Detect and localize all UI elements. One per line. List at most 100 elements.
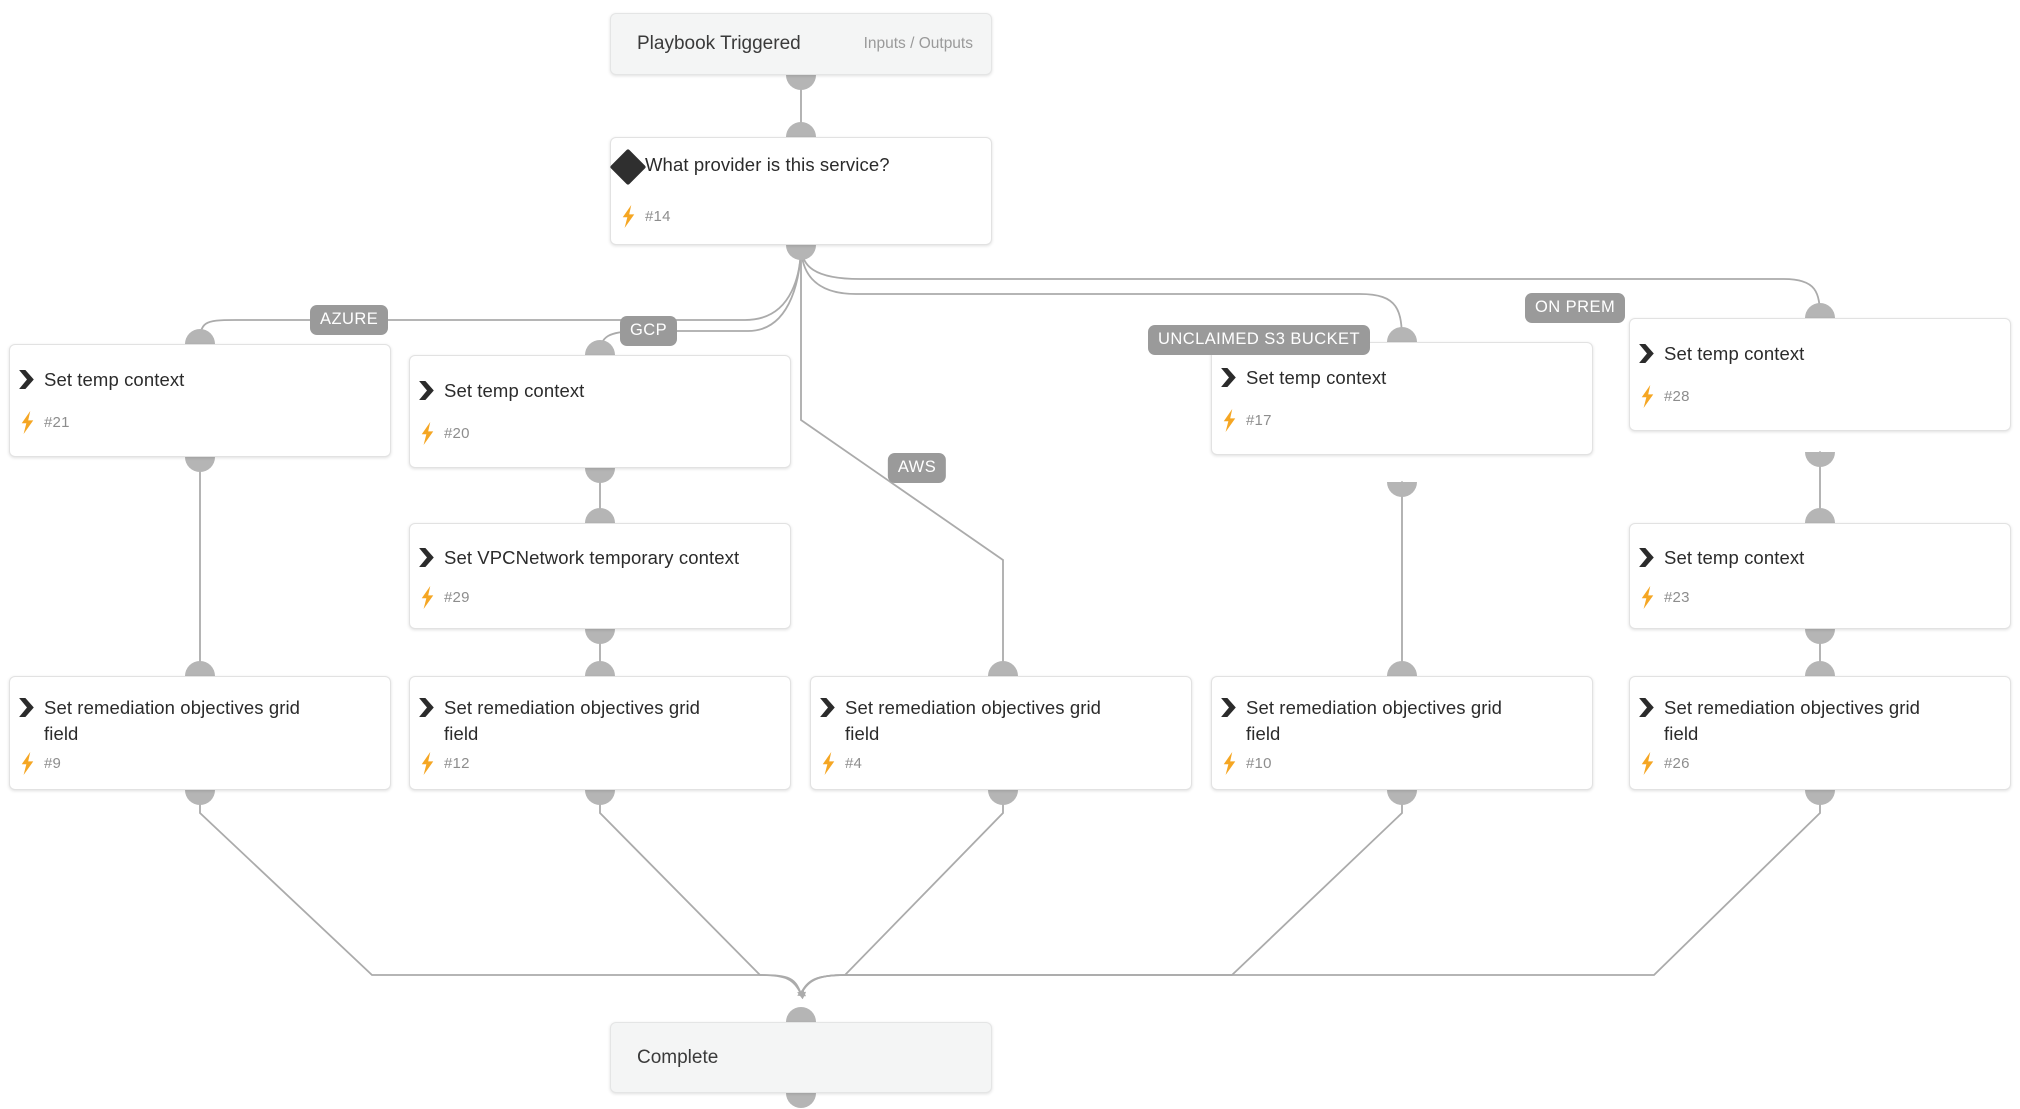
port-in-n21	[185, 329, 215, 344]
edge-10-to-complete	[797, 789, 1403, 1000]
chevron-right-icon	[1630, 341, 1664, 364]
edge-12-to-complete	[599, 789, 806, 997]
port-out-n9	[185, 790, 215, 805]
port-in-n12	[585, 661, 615, 676]
port-out-n12	[585, 790, 615, 805]
node-title: What provider is this service?	[645, 154, 890, 175]
node-id: #20	[444, 425, 470, 442]
lightning-bolt-icon	[1630, 385, 1664, 408]
node-id: #9	[44, 755, 62, 772]
node-set-temp-context-21[interactable]: Set temp context #21	[9, 344, 391, 457]
chevron-right-icon	[1212, 365, 1246, 388]
node-title: Set remediation objectives grid field	[845, 697, 1102, 744]
node-set-remediation-objectives-grid-field-4[interactable]: Set remediation objectives grid field #4	[810, 676, 1192, 790]
edge-26-to-complete	[797, 789, 1821, 1000]
port-in-n23	[1805, 508, 1835, 523]
port-in-n28	[1805, 303, 1835, 318]
node-title: Set temp context	[444, 380, 585, 401]
port-in-n26	[1805, 661, 1835, 676]
lightning-bolt-icon	[410, 752, 444, 775]
node-id: #21	[44, 414, 70, 431]
node-title: Set VPCNetwork temporary context	[444, 547, 740, 568]
edge-branch-on-prem	[800, 244, 1824, 322]
lightning-bolt-icon	[1630, 586, 1664, 609]
node-set-remediation-objectives-grid-field-10[interactable]: Set remediation objectives grid field #1…	[1211, 676, 1593, 790]
port-in-n29	[585, 508, 615, 523]
node-id: #28	[1664, 388, 1690, 405]
port-in-complete	[786, 1007, 816, 1022]
edge-4-to-complete	[797, 789, 1004, 1000]
node-title: Set remediation objectives grid field	[1246, 697, 1503, 744]
port-out-n20	[585, 468, 615, 483]
node-playbook-triggered[interactable]: Playbook Triggered Inputs / Outputs	[610, 13, 992, 75]
lightning-bolt-icon	[611, 205, 645, 228]
edge-9-to-complete	[199, 789, 806, 997]
port-out-n17	[1387, 482, 1417, 497]
node-id: #26	[1664, 755, 1690, 772]
chevron-right-icon	[1630, 545, 1664, 568]
port-in-n17	[1387, 327, 1417, 342]
port-out-n26	[1805, 790, 1835, 805]
node-set-temp-context-17[interactable]: Set temp context #17	[1211, 342, 1593, 455]
port-out-n21	[185, 457, 215, 472]
lightning-bolt-icon	[410, 586, 444, 609]
chevron-right-icon	[410, 545, 444, 568]
branch-label-azure[interactable]: AZURE	[310, 305, 389, 335]
node-set-remediation-objectives-grid-field-26[interactable]: Set remediation objectives grid field #2…	[1629, 676, 2011, 790]
node-set-remediation-objectives-grid-field-9[interactable]: Set remediation objectives grid field #9	[9, 676, 391, 790]
lightning-bolt-icon	[410, 422, 444, 445]
branch-label-unclaimed-s3-bucket[interactable]: UNCLAIMED S3 BUCKET	[1148, 325, 1371, 355]
node-set-temp-context-28[interactable]: Set temp context #28	[1629, 318, 2011, 431]
node-set-remediation-objectives-grid-field-12[interactable]: Set remediation objectives grid field #1…	[409, 676, 791, 790]
port-out-n29	[585, 629, 615, 644]
branch-label-aws[interactable]: AWS	[887, 453, 947, 483]
chevron-right-icon	[410, 695, 444, 718]
node-complete[interactable]: Complete	[610, 1022, 992, 1093]
port-out-n28	[1805, 452, 1835, 467]
port-out-start	[786, 75, 816, 90]
node-title: Set temp context	[1246, 367, 1387, 388]
port-out-complete	[786, 1093, 816, 1108]
lightning-bolt-icon	[10, 411, 44, 434]
node-title: Set remediation objectives grid field	[444, 697, 701, 744]
port-in-n4	[988, 661, 1018, 676]
node-title: Set temp context	[1664, 547, 1805, 568]
port-in-n20	[585, 340, 615, 355]
lightning-bolt-icon	[1630, 752, 1664, 775]
branch-label-on-prem[interactable]: ON PREM	[1525, 293, 1626, 323]
chevron-right-icon	[811, 695, 845, 718]
node-id: #12	[444, 755, 470, 772]
port-out-n23	[1805, 629, 1835, 644]
node-id: #4	[845, 755, 863, 772]
port-out-n4	[988, 790, 1018, 805]
node-id: #23	[1664, 589, 1690, 606]
node-set-temp-context-23[interactable]: Set temp context #23	[1629, 523, 2011, 629]
inputs-outputs-link[interactable]: Inputs / Outputs	[863, 35, 973, 52]
chevron-right-icon	[410, 378, 444, 401]
node-decision-provider[interactable]: What provider is this service? #14	[609, 137, 992, 245]
node-id: #10	[1246, 755, 1272, 772]
diamond-icon	[609, 148, 647, 186]
node-id: #17	[1246, 412, 1272, 429]
lightning-bolt-icon	[811, 752, 845, 775]
edge-branch-azure	[195, 244, 802, 348]
node-id: #14	[645, 208, 671, 225]
chevron-right-icon	[1630, 695, 1664, 718]
complete-label: Complete	[637, 1046, 719, 1068]
port-out-n10	[1387, 790, 1417, 805]
lightning-bolt-icon	[1212, 752, 1246, 775]
lightning-bolt-icon	[1212, 409, 1246, 432]
node-set-vpcnetwork-temporary-context-29[interactable]: Set VPCNetwork temporary context #29	[409, 523, 791, 629]
playbook-triggered-label: Playbook Triggered	[637, 33, 801, 54]
port-in-decision	[786, 122, 816, 137]
port-out-decision	[786, 245, 816, 260]
chevron-right-icon	[10, 367, 44, 390]
branch-label-gcp[interactable]: GCP	[620, 316, 678, 346]
node-set-temp-context-20[interactable]: Set temp context #20	[409, 355, 791, 468]
node-title: Set temp context	[44, 369, 185, 390]
node-title: Set remediation objectives grid field	[44, 697, 301, 744]
port-in-n10	[1387, 661, 1417, 676]
node-title: Set temp context	[1664, 343, 1805, 364]
port-in-n9	[185, 661, 215, 676]
